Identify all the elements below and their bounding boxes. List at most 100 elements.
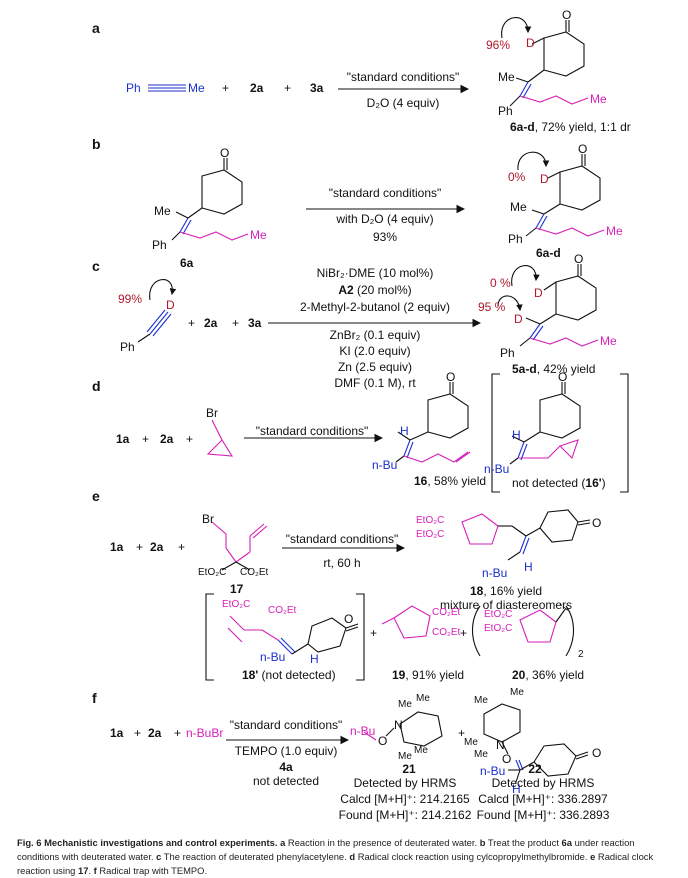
c21-hrms: Detected by HRMS <box>353 776 457 790</box>
c22-nbu-label: n-Bu <box>480 764 506 778</box>
panel-label-e: e <box>92 488 100 504</box>
c21-calcd: Calcd [M+H]⁺: 214.2165 <box>340 792 470 806</box>
c22-hrms: Detected by HRMS <box>491 776 595 790</box>
chain-me-label: Me <box>590 92 607 106</box>
reagent-1a: 1a <box>110 540 124 554</box>
bromine-label: Br <box>202 512 214 526</box>
percent-label: 0% <box>508 170 526 184</box>
product-label: 6a-d <box>536 246 561 260</box>
p16-label: 16, 58% yield <box>414 474 486 488</box>
p18-ester-2: EtO₂C <box>416 529 445 540</box>
plus-sign: + <box>142 432 150 446</box>
p16-h-label: H <box>400 424 409 438</box>
condition-4: ZnBr₂ (0.1 equiv) <box>329 328 421 342</box>
deuterium-label: D <box>540 172 549 186</box>
condition-2: A2 (20 mol%) <box>290 283 460 297</box>
prod-chain-me-label: Me <box>600 334 617 348</box>
plus-sign: + <box>460 626 468 640</box>
p16p-h-label: H <box>512 428 521 442</box>
c21-me-3: Me <box>398 751 412 762</box>
p18-yield: , 16% yield <box>483 584 543 598</box>
condition-bottom: TEMPO (1.0 equiv) <box>234 744 338 758</box>
panel-label-f: f <box>92 690 97 706</box>
p20-ester-2: EtO₂C <box>484 623 513 634</box>
caption-b-bold: 6a <box>561 837 572 848</box>
start-compound-label: 6a <box>180 256 194 270</box>
condition-bottom: D₂O (4 equiv) <box>366 96 440 110</box>
percent-label: 96% <box>486 38 511 52</box>
p18p-h-label: H <box>310 652 319 666</box>
p16p-note: not detected ( <box>512 476 586 490</box>
p18-carbonyl-o: O <box>592 516 602 530</box>
caption-key-d: d <box>346 851 356 862</box>
panel-c-drawing <box>137 264 599 347</box>
c22-id: 22 <box>528 762 542 776</box>
panel-b-drawing <box>171 151 605 241</box>
condition-bottom: rt, 60 h <box>323 556 361 570</box>
p19-ester-2: CO₂Et <box>432 627 461 638</box>
condition-top: "standard conditions" <box>328 186 442 200</box>
product-4a-note: not detected <box>252 774 320 788</box>
panel-label-c: c <box>92 258 100 274</box>
c21-found: Found [M+H]⁺: 214.2162 <box>338 808 472 822</box>
panel-e-drawing <box>205 509 591 681</box>
p19-ester-1: CO₂Et <box>432 607 461 618</box>
reagent-1a: 1a <box>110 726 124 740</box>
deuterium-alkene: D <box>514 312 523 326</box>
panel-label-a: a <box>92 20 100 36</box>
p19-label: 19, 91% yield <box>392 668 464 682</box>
p18p-carbonyl-o: O <box>344 612 354 626</box>
compound-17-label: 17 <box>230 582 244 596</box>
condition-bottom: 93% <box>372 230 398 244</box>
plus-sign: + <box>232 316 240 330</box>
reactant-ph: Ph <box>126 81 141 95</box>
condition-6: Zn (2.5 equiv) <box>337 360 413 374</box>
c22-h-label: H <box>512 782 521 796</box>
condition-1: NiBr₂·DME (10 mol%) <box>316 266 434 280</box>
prod-ph-label: Ph <box>500 346 515 360</box>
caption-text-f: Radical trap with TEMPO. <box>96 865 208 876</box>
percent-left: 95 % <box>478 300 506 314</box>
caption-text-b2: under reaction conditions with deuterate… <box>17 837 635 862</box>
caption-text-c: The reaction of deuterated phenylacetyle… <box>161 851 347 862</box>
reactant-me: Me <box>188 81 205 95</box>
c21-nbu-label: n-Bu <box>350 724 376 738</box>
p16p-id: 16' <box>585 476 602 490</box>
percent-top: 0 % <box>490 276 511 290</box>
product-id: 6a-d <box>510 120 535 134</box>
p20-subscript: 2 <box>578 649 584 660</box>
plus-sign: + <box>458 726 466 740</box>
p18p-ester-1: EtO₂C <box>222 599 251 610</box>
p16-id: 16 <box>414 474 428 488</box>
product-id: 5a-d <box>512 362 537 376</box>
plus-sign: + <box>370 626 378 640</box>
percent-start: 99% <box>118 292 143 306</box>
reagent-2a: 2a <box>204 316 218 330</box>
p18-label: 18, 16% yield <box>470 584 542 598</box>
c22-me-4: Me <box>474 749 488 760</box>
c22-me-1: Me <box>474 695 488 706</box>
product-4a: 4a <box>279 760 293 774</box>
p18p-label: 18' (not detected) <box>242 668 336 682</box>
caption-e-bold: 17 <box>77 865 89 876</box>
caption-key-e: e <box>587 851 596 862</box>
prod-carbonyl-o: O <box>578 142 588 156</box>
p20-yield: , 36% yield <box>525 668 585 682</box>
me-label: Me <box>154 204 171 218</box>
c22-calcd: Calcd [M+H]⁺: 336.2897 <box>478 792 608 806</box>
prod-ph-label: Ph <box>508 232 523 246</box>
c22-o-label: O <box>502 752 512 766</box>
caption-text-a: Reaction in the presence of deuterated w… <box>285 837 478 848</box>
c22-found: Found [M+H]⁺: 336.2893 <box>476 808 610 822</box>
ester-left: EtO₂C <box>198 567 227 578</box>
p16-carbonyl-o: O <box>446 370 456 384</box>
panel-a-drawing <box>148 17 589 107</box>
p16p-nbu-label: n-Bu <box>484 462 510 476</box>
prod-carbonyl-o: O <box>574 252 584 266</box>
deuterium-label: D <box>526 36 535 50</box>
condition: "standard conditions" <box>255 424 369 438</box>
c22-me-2: Me <box>510 687 524 698</box>
caption-key-f: f <box>91 865 97 876</box>
ligand-loading: (20 mol%) <box>353 283 412 297</box>
caption-key-a: a <box>277 837 286 848</box>
